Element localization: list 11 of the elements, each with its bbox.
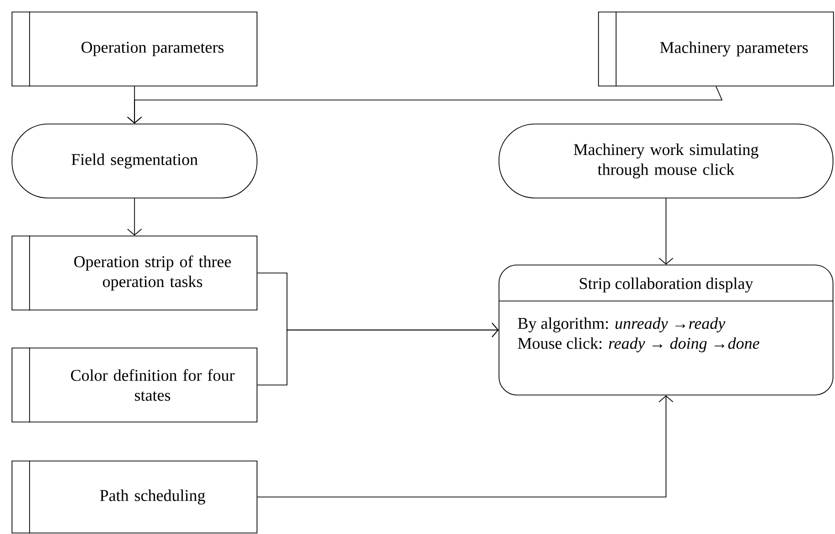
process-box: Operation parameters [12, 11, 258, 87]
arrow [127, 198, 142, 236]
arrow [257, 395, 674, 498]
process-box: Operation strip of three operation tasks [12, 235, 258, 311]
display-box: Strip collaboration display By algorithm: unready →ready Mouse click: ready → doing →done [498, 264, 834, 396]
arrow [257, 322, 499, 386]
process-box: Machinery parameters [598, 11, 834, 87]
arrow [658, 198, 674, 265]
process-box: Color definition for four states [12, 347, 258, 423]
arrow [127, 86, 723, 124]
process-box: Path scheduling [12, 460, 258, 534]
